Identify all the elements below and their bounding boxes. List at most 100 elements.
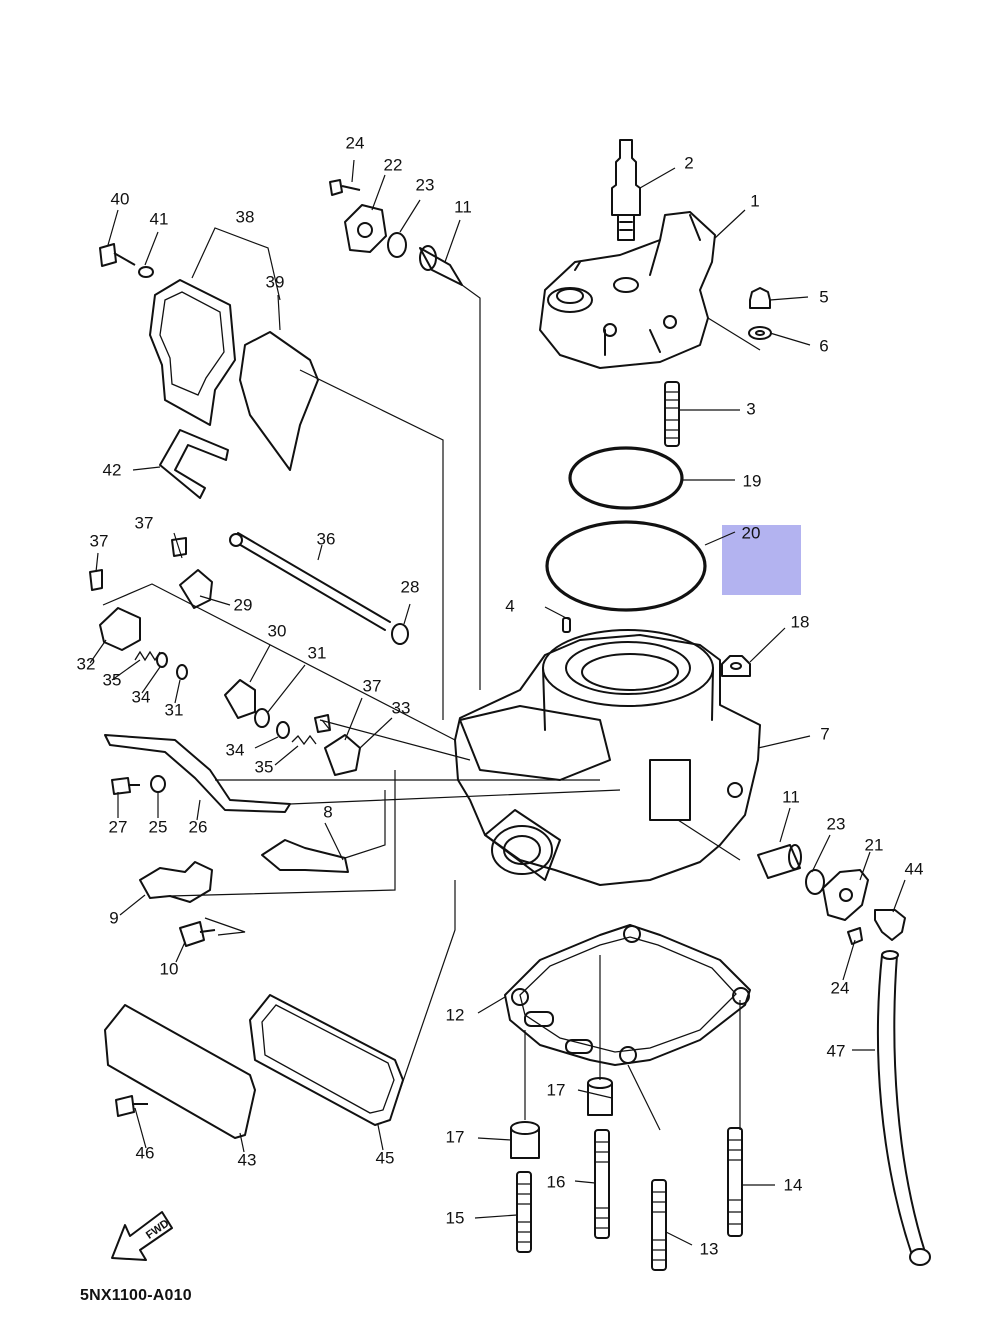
- callout-11-right[interactable]: 11: [782, 787, 800, 807]
- shaft-36[interactable]: [229, 532, 391, 631]
- callout-10[interactable]: 10: [159, 959, 179, 979]
- o-ring-20[interactable]: [545, 520, 707, 612]
- spring-35-right[interactable]: [291, 734, 317, 746]
- o-ring-23-top[interactable]: [387, 232, 407, 258]
- callout-34-right[interactable]: 34: [225, 740, 245, 760]
- callout-38[interactable]: 38: [235, 207, 255, 227]
- spring-31-right[interactable]: [254, 708, 270, 728]
- callout-36[interactable]: 36: [316, 529, 336, 549]
- guide-42[interactable]: [159, 429, 229, 499]
- stud-bolt-15[interactable]: [516, 1171, 532, 1253]
- callout-31-right[interactable]: 31: [307, 643, 327, 663]
- bolt-27[interactable]: [111, 777, 140, 795]
- callout-33[interactable]: 33: [391, 698, 411, 718]
- callout-12[interactable]: 12: [445, 1005, 465, 1025]
- lever-32[interactable]: [99, 607, 141, 651]
- callout-5[interactable]: 5: [819, 287, 829, 307]
- bolt-46[interactable]: [115, 1095, 148, 1117]
- callout-18[interactable]: 18: [790, 612, 810, 632]
- gasket-39[interactable]: [239, 331, 319, 471]
- valve-8[interactable]: [261, 839, 349, 873]
- washer-34-right[interactable]: [276, 721, 290, 739]
- stud-bolt-13[interactable]: [651, 1179, 667, 1271]
- cover-43[interactable]: [104, 1004, 256, 1139]
- callout-16[interactable]: 16: [546, 1172, 566, 1192]
- callout-7[interactable]: 7: [820, 724, 830, 744]
- callout-3[interactable]: 3: [746, 399, 756, 419]
- bracket-29[interactable]: [179, 569, 213, 609]
- callout-23-top[interactable]: 23: [415, 175, 435, 195]
- callout-4[interactable]: 4: [505, 596, 515, 616]
- callout-20[interactable]: 20: [741, 523, 761, 543]
- callout-21[interactable]: 21: [864, 835, 884, 855]
- flange-nut[interactable]: [721, 655, 751, 677]
- cylinder-head[interactable]: [539, 211, 716, 369]
- callout-28[interactable]: 28: [400, 577, 420, 597]
- lever-33[interactable]: [324, 734, 361, 776]
- bolt-10[interactable]: [179, 921, 216, 947]
- callout-47[interactable]: 47: [826, 1041, 846, 1061]
- callout-46[interactable]: 46: [135, 1143, 155, 1163]
- cylinder-base-gasket[interactable]: [504, 924, 751, 1066]
- callout-19[interactable]: 19: [742, 471, 762, 491]
- stud-bolt-14[interactable]: [727, 1127, 743, 1237]
- callout-22[interactable]: 22: [383, 155, 403, 175]
- callout-27[interactable]: 27: [108, 817, 128, 837]
- callout-11-top[interactable]: 11: [454, 197, 472, 217]
- cover-22[interactable]: [344, 204, 387, 253]
- spark-plug[interactable]: [611, 139, 641, 241]
- sleeve-11-right[interactable]: [757, 844, 802, 879]
- washer-25[interactable]: [150, 775, 166, 793]
- callout-29[interactable]: 29: [233, 595, 253, 615]
- callout-41[interactable]: 41: [149, 209, 169, 229]
- cover-38[interactable]: [149, 279, 236, 426]
- dowel-pin-17b[interactable]: [510, 1121, 540, 1159]
- callout-17-upper[interactable]: 17: [546, 1080, 566, 1100]
- callout-25[interactable]: 25: [148, 817, 168, 837]
- callout-34-left[interactable]: 34: [131, 687, 151, 707]
- callout-37-c[interactable]: 37: [362, 676, 382, 696]
- bolt-24-right[interactable]: [847, 927, 863, 945]
- callout-2[interactable]: 2: [684, 153, 694, 173]
- callout-31-left[interactable]: 31: [164, 700, 184, 720]
- callout-35-left[interactable]: 35: [102, 670, 122, 690]
- hose-fitting[interactable]: [874, 909, 906, 941]
- callout-35-right[interactable]: 35: [254, 757, 274, 777]
- bolt-24-top[interactable]: [329, 179, 361, 196]
- cylinder-body[interactable]: [454, 629, 761, 886]
- stud-bolt-3[interactable]: [664, 381, 680, 447]
- water-hose[interactable]: [876, 950, 931, 1266]
- callout-15[interactable]: 15: [445, 1208, 465, 1228]
- callout-1[interactable]: 1: [750, 191, 760, 211]
- callout-24-right[interactable]: 24: [830, 978, 850, 998]
- callout-24-top[interactable]: 24: [345, 133, 365, 153]
- callout-13[interactable]: 13: [699, 1239, 719, 1259]
- callout-9[interactable]: 9: [109, 908, 119, 928]
- callout-23-right[interactable]: 23: [826, 814, 846, 834]
- stud-bolt-16[interactable]: [594, 1129, 610, 1239]
- bolt-37-a[interactable]: [89, 569, 103, 591]
- callout-14[interactable]: 14: [783, 1175, 803, 1195]
- callout-45[interactable]: 45: [375, 1148, 395, 1168]
- washer-31-left[interactable]: [176, 664, 188, 680]
- holder-9[interactable]: [139, 861, 213, 903]
- washer-6[interactable]: [748, 326, 772, 340]
- callout-39[interactable]: 39: [265, 272, 285, 292]
- callout-17-lower[interactable]: 17: [445, 1127, 465, 1147]
- callout-44[interactable]: 44: [904, 859, 924, 879]
- cover-21[interactable]: [822, 869, 869, 921]
- dowel-pin-17a[interactable]: [587, 1077, 613, 1116]
- o-ring-19[interactable]: [568, 446, 684, 510]
- bolt-37-c[interactable]: [314, 714, 331, 733]
- bolt-40[interactable]: [99, 243, 136, 267]
- callout-30[interactable]: 30: [267, 621, 287, 641]
- callout-42[interactable]: 42: [102, 460, 122, 480]
- spring-35-left[interactable]: [134, 650, 161, 662]
- cap-nut[interactable]: [749, 287, 771, 309]
- sleeve-11-top[interactable]: [419, 245, 463, 286]
- callout-40[interactable]: 40: [110, 189, 130, 209]
- washer-28[interactable]: [391, 623, 409, 645]
- callout-43[interactable]: 43: [237, 1150, 257, 1170]
- washer-34-left[interactable]: [156, 652, 168, 668]
- callout-26[interactable]: 26: [188, 817, 208, 837]
